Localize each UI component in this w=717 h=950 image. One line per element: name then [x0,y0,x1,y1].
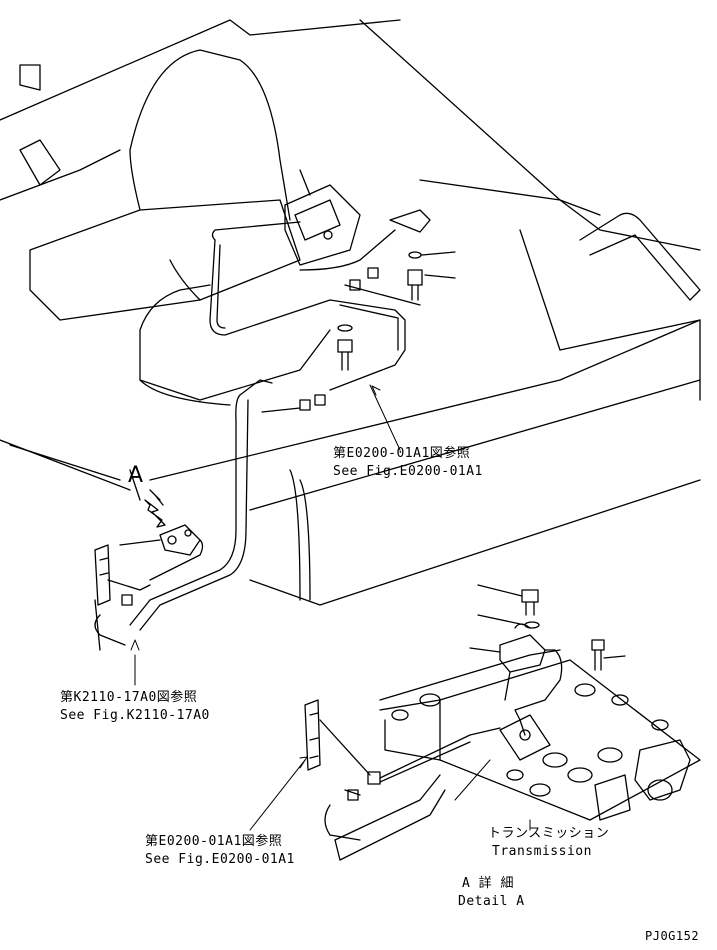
wire-harness-detail [304,699,501,861]
leader-lines-left [130,639,140,686]
view-marker-a: A [128,463,144,488]
pressure-switch [499,623,563,736]
ref-top-en: See Fig.E0200-01A1 [333,464,483,479]
ref-bottom-en: See Fig.E0200-01A1 [145,852,295,867]
transmission-plate [379,649,701,821]
drawing-code: PJ0G152 [645,929,700,943]
ref-left-en: See Fig.K2110-17A0 [60,708,210,723]
detail-label-en: Detail A [458,894,525,909]
ref-bottom-jp: 第E0200-01A1図参照 [145,834,283,849]
leader-lines-detail [249,756,531,831]
wire-harness-top [129,209,431,631]
ref-left-jp: 第K2110-17A0図参照 [60,690,198,705]
transmission-label-jp: トランスミッション [488,826,610,841]
grab-handle [579,212,701,301]
relay-bracket-left [94,524,204,651]
transmission-label-en: Transmission [492,844,592,859]
control-box [284,169,361,266]
bolt-washer-set-detail [469,584,626,671]
ref-top-jp: 第E0200-01A1図参照 [333,446,471,461]
leader-lines-top [369,384,401,451]
operator-seat [29,49,331,406]
view-arrow-a [129,469,166,528]
detail-label-jp: A 詳 細 [462,876,514,891]
machine-body-outline [0,19,701,606]
bolt-washer-set-top [337,251,456,371]
